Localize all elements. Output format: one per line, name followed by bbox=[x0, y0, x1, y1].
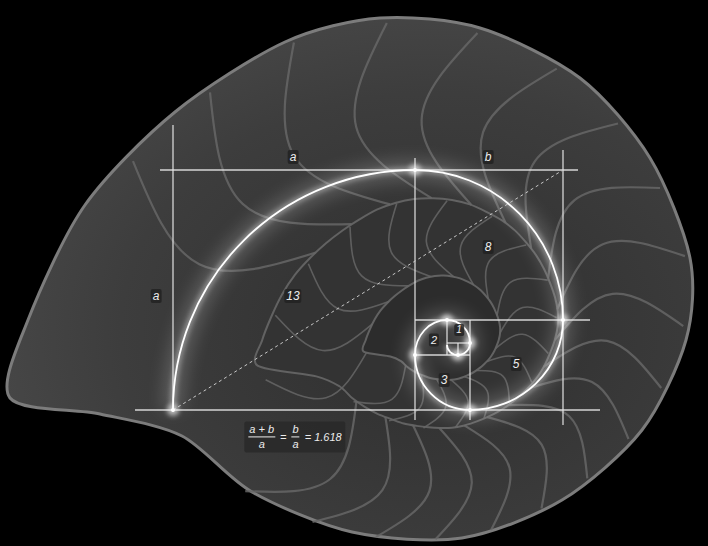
golden-rectangle-line bbox=[414, 158, 415, 420]
spiral-glow bbox=[173, 170, 563, 410]
formula-numerator: b bbox=[292, 423, 300, 437]
golden-rectangle-line bbox=[562, 150, 563, 425]
glow-point bbox=[464, 337, 476, 349]
fraction: a + ba bbox=[248, 423, 275, 450]
square-number: 3 bbox=[439, 373, 450, 387]
square-number: 13 bbox=[284, 289, 301, 303]
chamber-septum bbox=[508, 405, 587, 479]
glow-point bbox=[409, 164, 421, 176]
glow-point bbox=[464, 404, 476, 416]
glow-point bbox=[456, 353, 460, 357]
chamber-septum bbox=[389, 203, 431, 276]
fraction: ba bbox=[292, 423, 300, 450]
glow-point bbox=[445, 318, 449, 322]
glow-point bbox=[452, 349, 464, 361]
square-number: 1 bbox=[454, 324, 464, 336]
chamber-septum bbox=[487, 356, 532, 382]
formula-numerator: a + b bbox=[248, 423, 275, 437]
formula-text: = 1.618 bbox=[305, 431, 342, 443]
glow-point bbox=[409, 349, 421, 361]
chamber-septum bbox=[464, 425, 510, 530]
golden-rectangle-line bbox=[135, 409, 600, 410]
chamber-septum bbox=[353, 365, 405, 403]
square-number: 8 bbox=[483, 240, 494, 254]
formula-denominator: a bbox=[259, 438, 265, 451]
chamber-septum bbox=[487, 417, 547, 508]
glow-point bbox=[413, 353, 417, 357]
glow-point bbox=[441, 314, 453, 326]
chamber-septum bbox=[350, 227, 409, 286]
chamber-septum bbox=[497, 278, 548, 315]
glow-point bbox=[413, 168, 417, 172]
square-number: 2 bbox=[429, 334, 439, 347]
glow-point bbox=[468, 408, 472, 412]
side-label: a bbox=[151, 289, 162, 303]
golden-rectangle-line bbox=[172, 125, 173, 412]
chamber-septum bbox=[245, 401, 356, 492]
side-label: a bbox=[288, 150, 299, 164]
diagonal-dashed bbox=[173, 170, 563, 410]
formula-text: = bbox=[280, 431, 286, 443]
glow-point bbox=[468, 341, 472, 345]
chamber-septum bbox=[555, 294, 683, 340]
ratio-formula: a + ba=ba= 1.618 bbox=[244, 421, 345, 452]
chamber-septum bbox=[495, 334, 548, 353]
chamber-septum bbox=[548, 187, 660, 278]
glow-point bbox=[557, 314, 569, 326]
chamber-septum bbox=[308, 264, 389, 311]
formula-denominator: a bbox=[293, 438, 299, 451]
spiral-glow bbox=[173, 170, 563, 410]
square-number: 5 bbox=[511, 357, 522, 371]
side-label: b bbox=[483, 150, 494, 164]
chamber-septum bbox=[266, 353, 367, 399]
chamber-septum bbox=[557, 241, 685, 309]
chamber-septum bbox=[376, 425, 431, 537]
chamber-septum bbox=[275, 315, 372, 350]
glow-point bbox=[561, 318, 565, 322]
chamber-septum bbox=[426, 201, 453, 277]
chamber-septum bbox=[435, 428, 471, 539]
glow-point bbox=[167, 404, 179, 416]
shell-outline bbox=[7, 17, 693, 539]
glow-point bbox=[171, 408, 175, 412]
golden-spiral bbox=[173, 170, 563, 410]
golden-rectangle-line bbox=[160, 169, 578, 170]
